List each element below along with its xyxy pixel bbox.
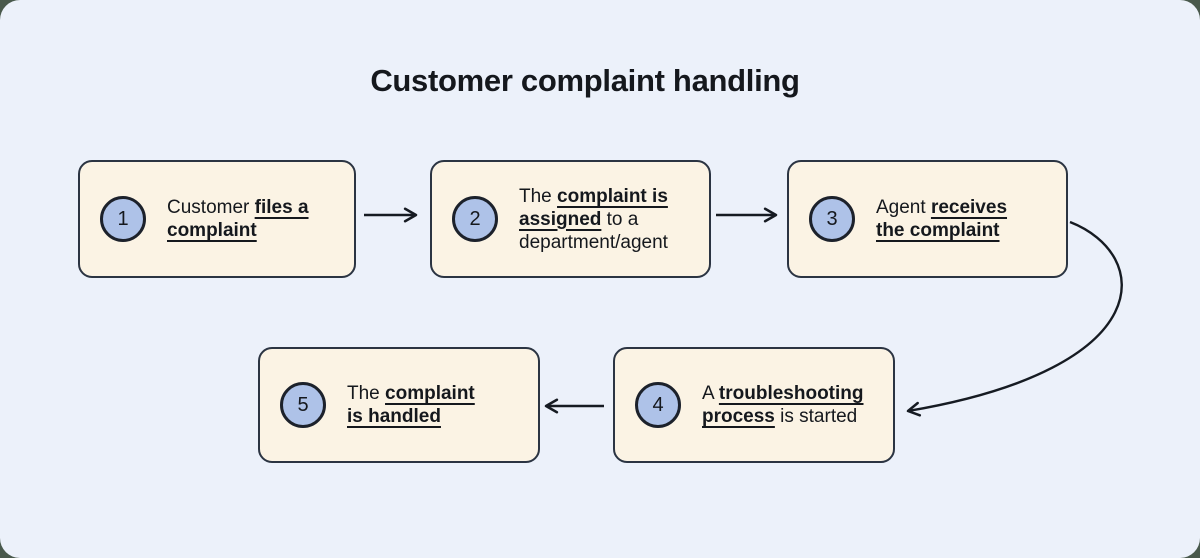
step-number: 1 bbox=[117, 207, 129, 230]
step-text-emphasis: complaint bbox=[385, 383, 475, 404]
step-text-emphasis: is handled bbox=[347, 406, 441, 427]
step-number-badge: 3 bbox=[809, 196, 855, 242]
step-text-plain: is started bbox=[774, 406, 858, 427]
step-number-badge: 2 bbox=[452, 196, 498, 242]
step-text-emphasis: receives bbox=[930, 197, 1008, 218]
step-text-plain: to a bbox=[601, 208, 639, 230]
step-text-emphasis: process bbox=[702, 406, 775, 427]
step-number-badge: 4 bbox=[635, 382, 681, 428]
step-number: 3 bbox=[826, 207, 838, 230]
step-text-emphasis: complaint bbox=[167, 220, 257, 241]
step-text-emphasis: troubleshooting bbox=[718, 383, 864, 404]
step-number: 5 bbox=[297, 393, 309, 416]
step-text-emphasis: the complaint bbox=[876, 220, 1000, 241]
step-text-plain: Customer bbox=[167, 197, 255, 218]
step-number-badge: 1 bbox=[100, 196, 146, 242]
step-text-emphasis: complaint is bbox=[557, 185, 668, 207]
step-number: 2 bbox=[469, 207, 481, 230]
step-text-plain: Agent bbox=[876, 197, 931, 218]
step-text-plain: department/agent bbox=[519, 231, 668, 253]
step-number: 4 bbox=[652, 393, 664, 416]
step-text-emphasis: files a bbox=[254, 197, 309, 218]
diagram-title: Customer complaint handling bbox=[370, 63, 800, 98]
step-text-plain: A bbox=[702, 383, 719, 404]
step-text-plain: The bbox=[347, 383, 386, 404]
step-number-badge: 5 bbox=[280, 382, 326, 428]
step-text-plain: The bbox=[519, 185, 558, 207]
step-text-emphasis: assigned bbox=[519, 208, 602, 230]
